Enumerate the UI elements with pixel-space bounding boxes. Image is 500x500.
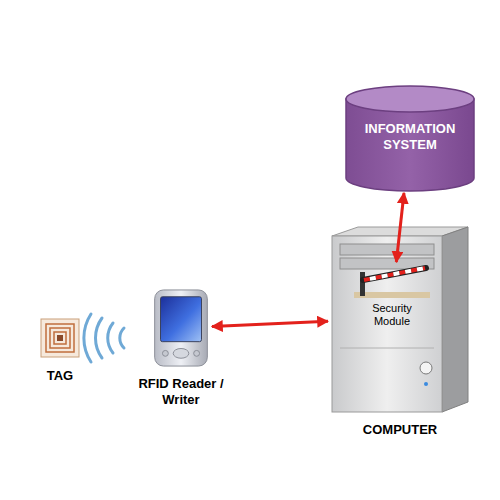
handheld-reader — [150, 288, 212, 368]
node-label: INFORMATION SYSTEM — [355, 121, 465, 152]
node-label: COMPUTER — [328, 422, 472, 438]
tag-coil — [46, 324, 74, 352]
radio-wave — [95, 318, 102, 358]
tag-coil — [54, 332, 66, 344]
cylinder-top — [346, 86, 474, 112]
node-label: TAG — [20, 368, 100, 384]
panel-seam — [340, 348, 434, 349]
gate-bar-stripes — [364, 268, 425, 280]
reader-button — [162, 350, 168, 356]
tower-front — [332, 236, 442, 412]
tower-side — [442, 227, 468, 412]
reader-node: RFID Reader / Writer — [150, 288, 212, 368]
security-module-node: Security Module — [350, 262, 434, 340]
radio-wave — [120, 328, 124, 348]
computer-node: COMPUTERSecurity Module — [328, 222, 472, 414]
tag-card — [41, 319, 79, 357]
double-arrow — [212, 321, 328, 326]
radio-wave — [84, 314, 91, 362]
node-label: RFID Reader / Writer — [126, 376, 236, 407]
reader-button — [173, 348, 189, 358]
ground — [354, 292, 430, 298]
cylinder-body — [346, 99, 474, 191]
barrier-gate-icon — [350, 262, 434, 340]
power-button — [420, 362, 432, 374]
tag-node: TAG — [40, 318, 80, 358]
gate-bar — [363, 268, 426, 280]
reader-button — [194, 350, 200, 356]
database-cylinder-node: INFORMATION SYSTEM — [345, 85, 475, 193]
node-label: Security Module — [362, 302, 422, 328]
rfid-tag — [40, 318, 80, 358]
drive-bay — [340, 244, 434, 255]
radio-wave — [108, 323, 113, 353]
gate-post — [360, 272, 365, 296]
reader-screen — [161, 297, 202, 342]
gate-bar-stripes — [364, 268, 425, 280]
radio-waves — [84, 314, 124, 362]
tag-coil — [50, 328, 70, 348]
reader-body — [155, 290, 208, 366]
power-led — [424, 382, 428, 386]
tag-chip — [57, 335, 63, 341]
